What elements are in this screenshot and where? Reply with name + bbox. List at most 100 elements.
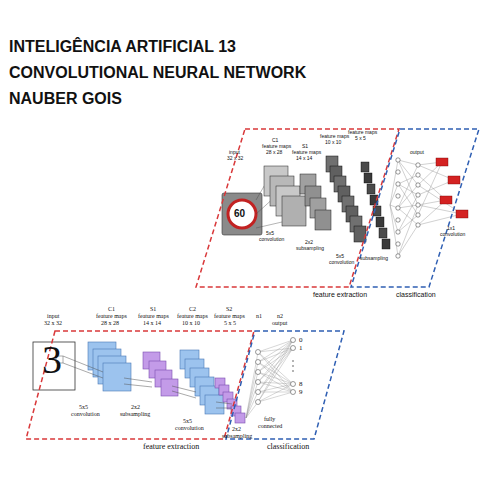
neuron <box>256 350 261 355</box>
region-label: feature extraction <box>143 441 199 452</box>
title-text: INTELIGÊNCIA ARTIFICIAL 13 CONVOLUTIONAL… <box>9 34 349 112</box>
dashed-border <box>26 331 254 439</box>
layer-label: 2x2 <box>131 404 140 411</box>
output-unit <box>440 196 452 204</box>
layer-label: 5x5 <box>336 254 344 260</box>
layer-label: 0 <box>299 336 303 344</box>
neuron <box>256 390 261 395</box>
layer-label: output <box>272 320 287 327</box>
layer-label: n2 <box>277 313 283 320</box>
region-label: feature extraction <box>313 289 367 300</box>
region-label: classification <box>396 289 436 300</box>
dot <box>292 370 294 372</box>
layer-label: convolution <box>71 411 100 418</box>
output-unit <box>448 176 460 184</box>
layer-label: 5x5 <box>79 404 88 411</box>
neuron <box>256 380 261 385</box>
layer-label: 2x2 <box>232 426 241 433</box>
s2-map <box>382 239 390 249</box>
receptive-field-lines <box>56 356 232 408</box>
output-unit <box>436 158 448 166</box>
hidden-neurons <box>256 338 296 405</box>
layer-label: feature maps <box>96 313 127 320</box>
layer-label: 2x2 <box>305 240 313 246</box>
region-label: classification <box>267 441 309 452</box>
layer-label: convolution <box>440 232 465 238</box>
neuron <box>396 230 400 234</box>
layer-label: 5x5 <box>266 231 274 237</box>
speed-sign <box>228 200 256 228</box>
neuron <box>416 203 420 207</box>
neuron <box>396 206 400 210</box>
ellipsis-dots <box>292 360 294 372</box>
layer-label: 9 <box>299 388 303 396</box>
layer-label: 14 x 14 <box>296 156 312 162</box>
s2-map <box>367 184 375 194</box>
layer-label: 14 x 14 <box>143 320 161 327</box>
layer-label: 28 x 28 <box>266 150 282 156</box>
fully-connected-lines <box>246 340 293 418</box>
classifier-lines <box>390 160 462 256</box>
s2-map <box>379 228 387 238</box>
neuron <box>256 400 261 405</box>
neuron <box>396 170 400 174</box>
output-unit <box>456 210 468 218</box>
s2-map <box>376 217 384 227</box>
layer-label: feature maps <box>348 130 377 136</box>
layer-label: feature maps <box>292 150 321 156</box>
dashed-border <box>226 331 344 439</box>
layer-label: subsampling <box>296 246 324 252</box>
layer-label: S1 <box>302 144 308 150</box>
layer-label: feature maps <box>262 144 291 150</box>
digit-glyph: 3 <box>42 337 62 383</box>
c2-map <box>205 395 224 414</box>
s2-map <box>361 162 369 172</box>
output-units <box>436 158 468 218</box>
neuron <box>396 218 400 222</box>
layer-label: feature maps <box>214 313 245 320</box>
s2-map <box>235 413 245 423</box>
s1-map <box>161 379 178 396</box>
neuron <box>396 158 400 162</box>
layer-label: convolution <box>329 260 354 266</box>
dashed-border <box>196 129 399 287</box>
dot <box>292 365 294 367</box>
c1-map <box>282 196 306 226</box>
layer-label: 5x5 <box>183 418 192 425</box>
layer-label: subsampling <box>360 256 388 262</box>
classifier-neurons <box>396 158 420 258</box>
neuron <box>396 194 400 198</box>
layer-label: 1 <box>299 344 303 352</box>
layer-label: 28 x 28 <box>101 320 119 327</box>
layer-label: subsampling <box>222 433 252 440</box>
layer-label: 10 x 10 <box>182 320 200 327</box>
neuron <box>256 360 261 365</box>
neuron <box>416 163 420 167</box>
layer-label: C2 <box>189 306 196 313</box>
layer-label: feature maps <box>320 134 349 140</box>
layer-label: 60 <box>234 208 245 220</box>
layer-label: feature maps <box>138 313 169 320</box>
output-neuron <box>291 390 296 395</box>
layer-label: 5 x 5 <box>355 136 366 142</box>
neuron <box>416 213 420 217</box>
layer-label: subsampling <box>120 411 150 418</box>
c1-map <box>103 363 131 391</box>
neuron <box>396 182 400 186</box>
s2-map <box>364 173 372 183</box>
dashed-outline <box>225 330 345 440</box>
layer-label: convolution <box>175 425 204 432</box>
layer-label: 32 x 32 <box>44 320 62 327</box>
neuron <box>416 173 420 177</box>
layer-label: S1 <box>150 306 156 313</box>
neuron <box>256 370 261 375</box>
layer-label: 8 <box>299 380 303 388</box>
neuron <box>416 193 420 197</box>
layer-label: connected <box>258 423 282 430</box>
dot <box>292 360 294 362</box>
layer-label: 5 x 5 <box>224 320 236 327</box>
layer-label: input <box>47 313 59 320</box>
output-neuron <box>291 382 296 387</box>
layer-label: convolution <box>259 237 284 243</box>
